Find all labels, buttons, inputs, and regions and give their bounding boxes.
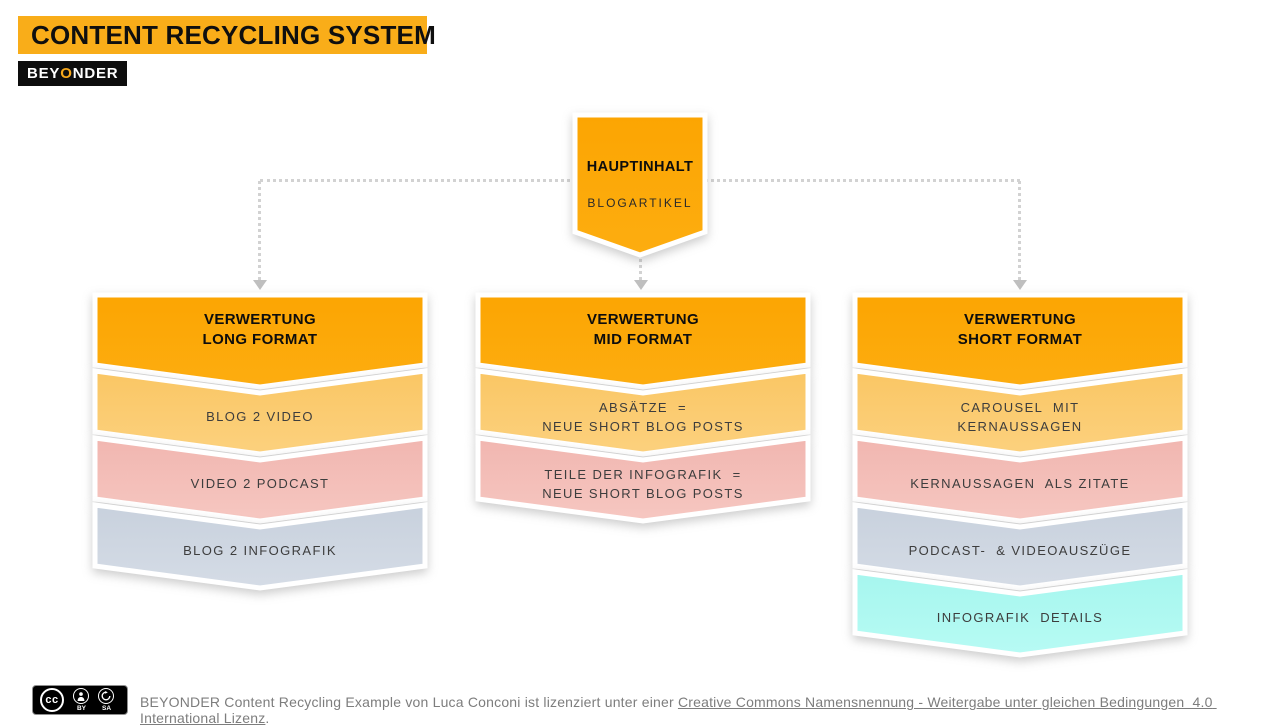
arrow-down-icon — [1013, 280, 1027, 290]
arrow-down-icon — [634, 280, 648, 290]
column-shapes — [92, 292, 428, 591]
banner-shape — [572, 112, 708, 258]
cc-by-sa-badge: cc BY SA — [32, 685, 128, 715]
band-label-line: BLOG 2 VIDEO — [206, 409, 314, 425]
creative-commons-icon: cc — [40, 688, 64, 712]
band-label: INFOGRAFIK DETAILS — [855, 588, 1185, 649]
column-long-format: VERWERTUNG LONG FORMAT BLOG 2 VIDEO VIDEO 2… — [92, 292, 428, 591]
chevron-band-shape — [92, 368, 428, 457]
logo-o-accent: O — [60, 65, 73, 82]
band-label-line: CAROUSEL MIT — [960, 399, 1080, 415]
column-header-shape — [852, 292, 1188, 390]
logo-text-post: NDER — [72, 65, 119, 82]
band-label: VIDEO 2 PODCAST — [95, 454, 425, 515]
page-title: CONTENT RECYCLING SYSTEM — [18, 16, 436, 54]
column-mid-format: VERWERTUNG MID FORMAT ABSÄTZE = NEUE SHORT … — [475, 292, 811, 524]
license-link[interactable]: Creative Commons Namensnennung - Weiterg… — [140, 694, 1217, 726]
column-header-label: VERWERTUNG MID FORMAT — [478, 295, 808, 365]
column-header-line: SHORT FORMAT — [957, 331, 1083, 348]
band-label: TEILE DER INFOGRAFIK = NEUE SHORT BLOG PO… — [478, 454, 808, 515]
band-label-line: BLOG 2 INFOGRAFIK — [183, 543, 337, 559]
band-label-line: PODCAST- & VIDEOAUSZÜGE — [908, 543, 1132, 559]
column-header-line: MID FORMAT — [593, 331, 693, 348]
badge-sa-label: SA — [101, 705, 112, 712]
connector-vertical-middle — [639, 236, 642, 280]
license-text: BEYONDER Content Recycling Example von L… — [140, 694, 1280, 726]
band-label-line: KERNAUSSAGEN ALS ZITATE — [910, 476, 1130, 492]
license-text-prefix: BEYONDER Content Recycling Example von L… — [140, 694, 678, 710]
chevron-band-shape — [852, 569, 1188, 658]
band-label-line: TEILE DER INFOGRAFIK = — [544, 466, 742, 482]
license-text-suffix: . — [265, 710, 270, 726]
band-label: ABSÄTZE = NEUE SHORT BLOG POSTS — [478, 387, 808, 448]
band-label-line: INFOGRAFIK DETAILS — [936, 610, 1104, 626]
chevron-band-shape — [475, 435, 811, 524]
logo-text-pre: BEY — [27, 65, 61, 82]
band-label-line: NEUE SHORT BLOG POSTS — [542, 418, 744, 434]
column-short-format: VERWERTUNG SHORT FORMAT CAROUSEL MIT KERNAU… — [852, 292, 1188, 658]
chevron-band-shape — [475, 368, 811, 457]
band-label-line: VIDEO 2 PODCAST — [190, 476, 330, 492]
column-header-label: VERWERTUNG SHORT FORMAT — [855, 295, 1185, 365]
band-label: PODCAST- & VIDEOAUSZÜGE — [855, 521, 1185, 582]
root-node-hauptinhalt: HAUPTINHALT BLOGARTIKEL — [572, 112, 708, 260]
column-header-line: VERWERTUNG — [963, 310, 1077, 328]
root-node-subtitle: BLOGARTIKEL — [587, 196, 693, 210]
chevron-band-shape — [92, 502, 428, 591]
cc-sharealike-arrow-icon — [98, 688, 114, 704]
chevron-band-shape — [852, 368, 1188, 457]
column-shapes — [852, 292, 1188, 658]
connector-vertical-right — [1018, 181, 1021, 280]
column-header-line: VERWERTUNG — [586, 310, 700, 328]
cc-attribution-person-icon — [73, 688, 89, 704]
band-label: BLOG 2 VIDEO — [95, 387, 425, 448]
column-shapes — [475, 292, 811, 524]
chevron-band-shape — [852, 435, 1188, 524]
chevron-band-shape — [92, 435, 428, 524]
column-header-shape — [92, 292, 428, 390]
band-label: BLOG 2 INFOGRAFIK — [95, 521, 425, 582]
badge-by-label: BY — [76, 705, 87, 712]
arrow-down-icon — [253, 280, 267, 290]
root-node-title: HAUPTINHALT — [586, 159, 694, 175]
column-header-label: VERWERTUNG LONG FORMAT — [95, 295, 425, 365]
band-label-line: NEUE SHORT BLOG POSTS — [542, 485, 744, 501]
column-header-line: VERWERTUNG — [203, 310, 317, 328]
column-header-shape — [475, 292, 811, 390]
band-label: KERNAUSSAGEN ALS ZITATE — [855, 454, 1185, 515]
band-label-line: ABSÄTZE = — [598, 399, 688, 415]
chevron-band-shape — [852, 502, 1188, 591]
band-label: CAROUSEL MIT KERNAUSSAGEN — [855, 387, 1185, 448]
connector-vertical-left — [258, 181, 261, 280]
column-header-line: LONG FORMAT — [202, 331, 318, 348]
band-label-line: KERNAUSSAGEN — [957, 418, 1083, 434]
